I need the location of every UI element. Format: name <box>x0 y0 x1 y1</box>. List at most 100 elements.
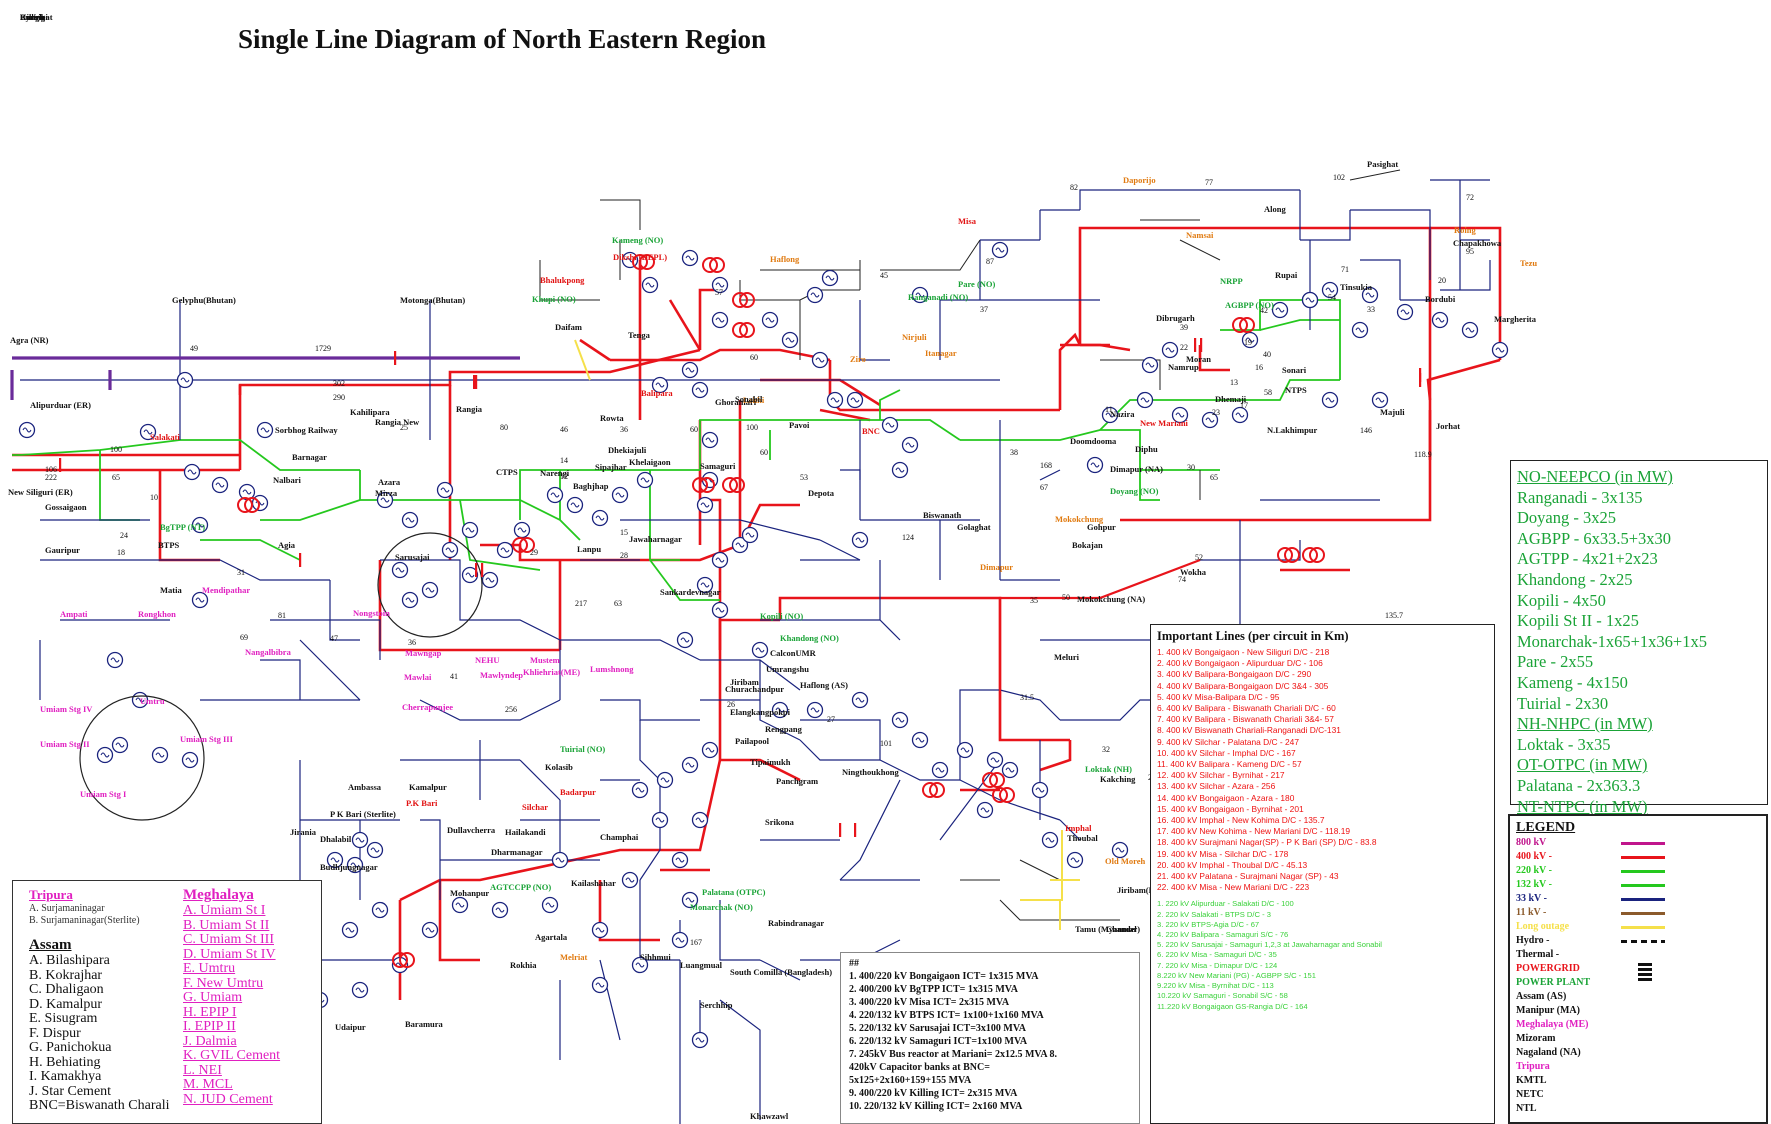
line-220kv <box>519 469 590 520</box>
ict-item: 3. 400/220 kV Misa ICT= 2x315 MVA <box>849 997 1010 1008</box>
series-capacitor-icon <box>475 375 478 389</box>
series-capacitor-icon <box>1194 338 1197 352</box>
transformer-icon <box>399 952 415 968</box>
generator-icon <box>745 532 755 538</box>
legend-label: POWERGRID <box>1516 963 1580 974</box>
node-label: Tuirial (NO) <box>560 744 605 754</box>
node-label: Panchgram <box>776 776 818 786</box>
node-label: Serchhip <box>700 1000 733 1010</box>
line-length-label: 65 <box>112 473 120 482</box>
generator-icon <box>465 527 475 533</box>
node-label: Balipara <box>641 388 673 398</box>
important-line-400kv: 4. 400 kV Balipara-Bongaigaon D/C 3&4 - … <box>1157 680 1329 691</box>
node-label: AGTCCPP (NO) <box>490 882 551 892</box>
node-label: Gossaigaon <box>45 502 87 512</box>
generator-icon <box>715 557 725 563</box>
node-label: Umiam Stg III <box>180 734 234 744</box>
transformer-icon <box>739 322 755 338</box>
generation-section-heading: NH-NHPC (in MW) <box>1517 714 1653 734</box>
node-label: Sihhmui <box>640 952 671 962</box>
important-line-400kv: 10. 400 kV Silchar - Imphal D/C - 167 <box>1157 747 1296 758</box>
legend-swatch <box>1621 856 1665 859</box>
generator-icon <box>700 582 710 588</box>
line-132kv <box>719 999 761 1120</box>
generator-icon <box>1205 417 1215 423</box>
node-label: Chandel <box>1106 924 1137 934</box>
line-length-label: 22 <box>1180 343 1188 352</box>
generation-capacity-item: Khandong - 2x25 <box>1517 569 1633 589</box>
node-label: Thoubal <box>1067 833 1098 843</box>
line-400kv <box>819 408 871 422</box>
line-132kv <box>150 559 330 581</box>
generator-icon <box>685 762 695 768</box>
node-label: Dhalabil <box>320 834 352 844</box>
generation-capacity-item: AGBPP - 6x33.5+3x30 <box>1517 528 1672 548</box>
generator-icon <box>960 747 970 753</box>
assam-abbreviation: C. Dhaligaon <box>29 982 104 997</box>
generator-icon <box>1325 287 1335 293</box>
node-label: Rowta <box>600 413 624 423</box>
node-label: Mawlyndep <box>480 670 523 680</box>
meghalaya-abbreviation: B. Umiam St II <box>183 917 270 933</box>
line-length-label: 95 <box>1466 247 1474 256</box>
node-label: Mawlai <box>404 672 432 682</box>
generator-icon <box>855 537 865 543</box>
node-label: Golaghat <box>957 522 991 532</box>
line-132kv <box>1300 210 1351 241</box>
important-lines-220kv: 1. 220 kV Alipurduar - Salakati D/C - 10… <box>1157 899 1488 1011</box>
line-length-label: 302 <box>333 379 345 388</box>
line-length-label: 100 <box>746 423 758 432</box>
generator-icon <box>1045 837 1055 843</box>
node-label: South Comilla (Bangladesh) <box>730 967 832 977</box>
node-label: Ampati <box>60 609 88 619</box>
legend-label: Long outage <box>1516 921 1570 932</box>
line-length-label: 31 <box>237 568 245 577</box>
transformer-icon <box>702 257 718 273</box>
node-label: Srikona <box>765 817 795 827</box>
line-length-label: 12 <box>560 472 568 481</box>
line-length-label: 33 <box>1367 305 1375 314</box>
generator-icon <box>705 437 715 443</box>
important-line-220kv: 1. 220 kV Alipurduar - Salakati D/C - 10… <box>1157 899 1294 909</box>
generator-icon <box>570 502 580 508</box>
generation-capacity-item: Tuirial - 2x30 <box>1517 693 1609 713</box>
node-label: Haflong (AS) <box>800 680 848 690</box>
node-label: Imphal <box>1065 823 1092 833</box>
generator-icon <box>755 647 765 653</box>
line-400kv <box>718 618 780 650</box>
line-400kv <box>238 348 701 470</box>
line-33kv <box>600 199 641 230</box>
generator-icon <box>830 397 840 403</box>
transformer-icon <box>639 254 655 270</box>
line-length-label: 19 <box>1244 338 1252 347</box>
thermal-plant-icon <box>1638 963 1652 983</box>
legend-swatch <box>1621 870 1665 873</box>
node-label: Kakching <box>1100 774 1136 784</box>
important-line-400kv: 21. 400 kV Palatana - Surajmani Nagar (S… <box>1157 871 1339 882</box>
node-label: Rokhia <box>510 960 537 970</box>
node-label: Tezu <box>1520 258 1537 268</box>
node-label: Barnagar <box>292 452 327 462</box>
node-label: BNC <box>862 426 880 436</box>
generation-capacity-item: Doyang - 3x25 <box>1517 508 1616 528</box>
meghalaya-heading: Meghalaya <box>183 887 254 903</box>
generator-icon <box>405 517 415 523</box>
generator-icon <box>675 857 685 863</box>
generator-icon <box>695 1037 705 1043</box>
node-label: Rongkhon <box>138 609 176 619</box>
line-132kv <box>759 959 801 981</box>
line-400kv <box>610 348 831 362</box>
transformer-icon <box>709 257 725 273</box>
node-label: Roing <box>1454 225 1476 235</box>
line-132kv <box>839 779 901 881</box>
assam-abbreviation: H. Behiating <box>29 1054 101 1070</box>
line-400kv <box>998 558 1201 740</box>
node-label: NTPS <box>1285 385 1307 395</box>
node-label: Khupi (NO) <box>532 294 576 304</box>
node-label: Dullavcherra <box>447 825 496 835</box>
node-label: Umiam Stg IV <box>40 704 93 714</box>
node-label: Kolasib <box>545 762 573 772</box>
generator-icon <box>1495 347 1505 353</box>
line-length-label: 71 <box>1341 265 1349 274</box>
line-132kv <box>600 699 700 721</box>
